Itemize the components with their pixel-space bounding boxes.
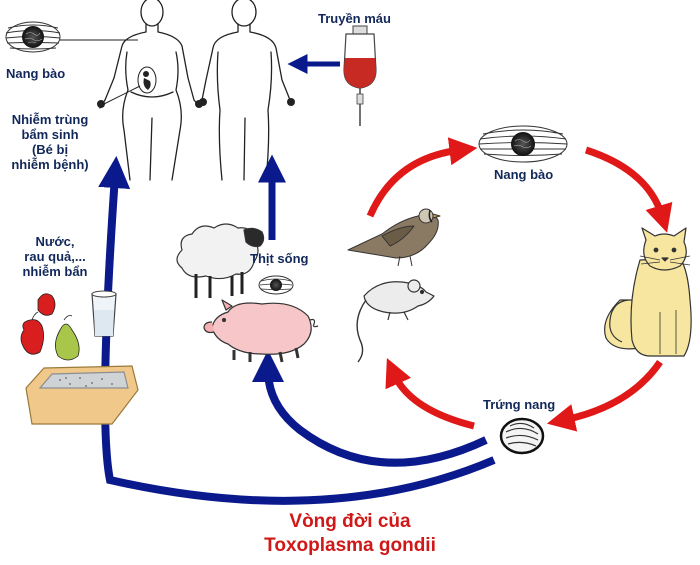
diagram-title-line-1: Vòng đời của (289, 511, 411, 532)
raw-meat-label: Thịt sống (250, 251, 309, 266)
contaminated-line-2: rau quả,... (24, 249, 86, 264)
blood-transfusion-bag (343, 25, 377, 126)
oocyst-label: Trứng nang (483, 397, 556, 412)
congenital-line-3: (Bé bị (31, 142, 69, 157)
cyst-label-right: Nang bào (494, 167, 554, 182)
congenital-infection-label: Nhiễm trùng bẩm sinh (Bé bị nhiễm bệnh) (6, 112, 94, 172)
fetus-icon (137, 66, 157, 94)
contaminated-line-1: Nước, (35, 234, 75, 249)
fruit-illustration (20, 293, 80, 361)
adult-left-hand (199, 98, 207, 106)
left-hand (97, 100, 105, 108)
adult-right-hand (287, 98, 295, 106)
pig-illustration (203, 299, 319, 363)
tissue-cyst-icon-right (478, 125, 568, 163)
oocyst-to-livestock-arrow (252, 350, 488, 467)
bird-illustration (347, 208, 441, 267)
oocyst-icon (499, 417, 545, 455)
litter-box-illustration (25, 365, 139, 425)
pregnant-woman-figure (99, 0, 200, 181)
contaminated-food-label: Nước, rau quả,... nhiễm bẩn (10, 234, 100, 279)
congenital-line-1: Nhiễm trùng (11, 112, 89, 127)
prey-to-cyst-arrow (366, 137, 478, 218)
fetus-pointer-line (103, 85, 141, 105)
water-glass-illustration (91, 290, 117, 337)
raw-meat-cyst-icon (258, 275, 294, 295)
cat-illustration (604, 227, 692, 357)
mouse-illustration (356, 279, 435, 363)
cyst-label-left: Nang bào (6, 66, 66, 81)
cyst-to-cat-arrow (584, 146, 673, 233)
contaminated-line-3: nhiễm bẩn (22, 264, 88, 279)
adult-figure (201, 0, 291, 181)
diagram-title-line-2: Toxoplasma gondii (264, 535, 436, 556)
transfusion-label: Truyền máu (318, 11, 391, 26)
tissue-cyst-icon-left (5, 21, 61, 53)
congenital-line-2: bẩm sinh (21, 127, 79, 142)
cat-to-oocyst-arrow (546, 360, 663, 432)
oocyst-to-prey-arrow (385, 358, 475, 430)
congenital-line-4: nhiễm bệnh) (11, 157, 89, 172)
sheep-illustration (176, 223, 265, 298)
